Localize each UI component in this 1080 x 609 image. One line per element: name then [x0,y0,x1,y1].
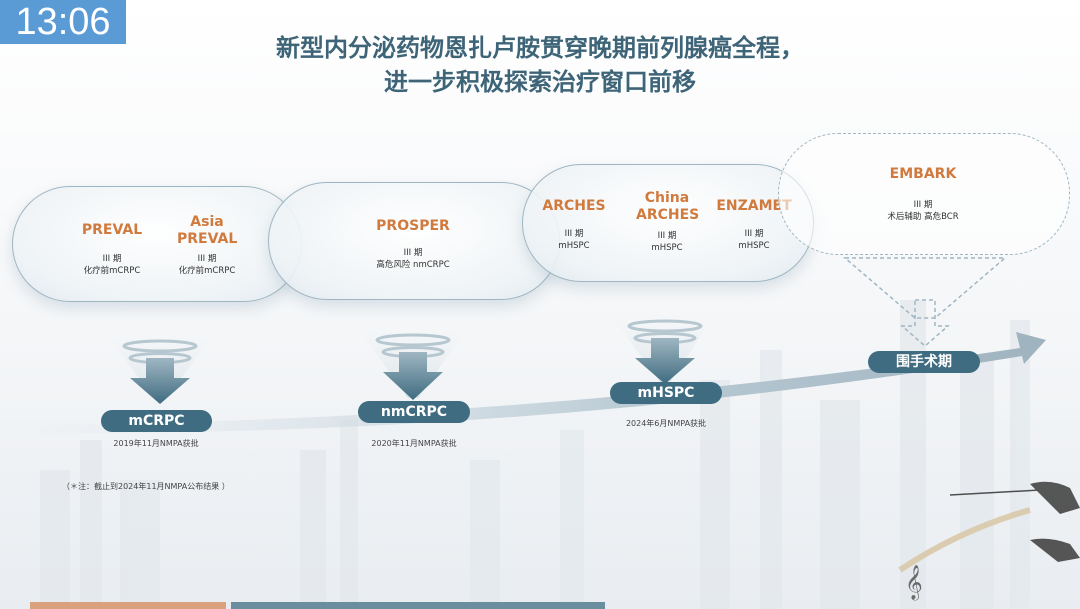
trial-phase: III 期 [403,248,423,258]
trial-china-arches: China ARCHES III 期 mHSPC [627,190,707,254]
footnote: （＊注：截止到2024年11月NMPA公布结果 ） [62,482,230,491]
trial-phase: III 期 [197,254,217,264]
trial-group-nmcrpc [268,182,560,300]
trial-name: PROSPER [376,218,450,234]
down-arrow-dashed [842,257,1008,347]
trial-group-mhspc [522,164,814,282]
trial-phase: III 期 [657,231,677,241]
svg-text:𝄞: 𝄞 [905,565,923,601]
trial-population: mHSPC [651,243,683,253]
trial-population: 术后辅助 高危BCR [887,212,959,222]
trial-prosper: PROSPER III 期 高危风险 nmCRPC [333,218,493,271]
clock-badge: 13:06 [0,0,126,44]
page-title-line2: 进一步积极探索治疗窗口前移 [384,68,696,96]
trial-phase: III 期 [102,254,122,264]
stage-nmcrpc: nmCRPC [358,401,470,423]
trial-name: ARCHES [542,198,606,214]
trial-name: ENZAMET [716,198,792,214]
stage-approval-mhspc: 2024年6月NMPA获批 [625,419,707,428]
down-arrow-2 [345,310,480,400]
trial-name: Asia PREVAL [177,214,238,247]
down-arrow-3 [600,300,725,384]
trial-phase: III 期 [564,229,584,239]
trial-population: mHSPC [738,241,770,251]
trial-name: PREVAL [81,222,143,238]
trial-name: China ARCHES [636,190,700,223]
stage-mcrpc: mCRPC [101,410,212,432]
trial-embark: EMBARK III 期 术后辅助 高危BCR [853,166,993,223]
timeline-arrow [40,332,1046,434]
trial-population: mHSPC [558,241,590,251]
stage-approval-nmcrpc: 2020年11月NMPA获批 [371,439,457,448]
trial-group-mcrpc [12,186,302,302]
trial-name: EMBARK [889,166,957,182]
trial-population: 化疗前mCRPC [178,266,236,276]
trial-phase: III 期 [913,200,933,210]
stage-perioperative: 围手术期 [868,351,980,373]
trial-group-perioperative [778,133,1070,255]
trial-arches: ARCHES III 期 mHSPC [536,198,612,252]
stage-mhspc: mHSPC [610,382,722,404]
down-arrow-1 [95,318,225,404]
trial-asia-preval: Asia PREVAL III 期 化疗前mCRPC [162,214,252,277]
page-title-line1: 新型内分泌药物恩扎卢胺贯穿晚期前列腺癌全程， [276,34,804,62]
bottom-bar-orange [30,602,226,609]
trial-preval: PREVAL III 期 化疗前mCRPC [62,222,162,277]
conductor-decoration: 𝄞 [898,481,1080,601]
trial-population: 化疗前mCRPC [83,266,141,276]
trial-enzamet: ENZAMET III 期 mHSPC [714,198,794,252]
trial-population: 高危风险 nmCRPC [376,260,450,270]
bottom-bar-teal [231,602,605,609]
trial-phase: III 期 [744,229,764,239]
stage-approval-mcrpc: 2019年11月NMPA获批 [113,439,199,448]
